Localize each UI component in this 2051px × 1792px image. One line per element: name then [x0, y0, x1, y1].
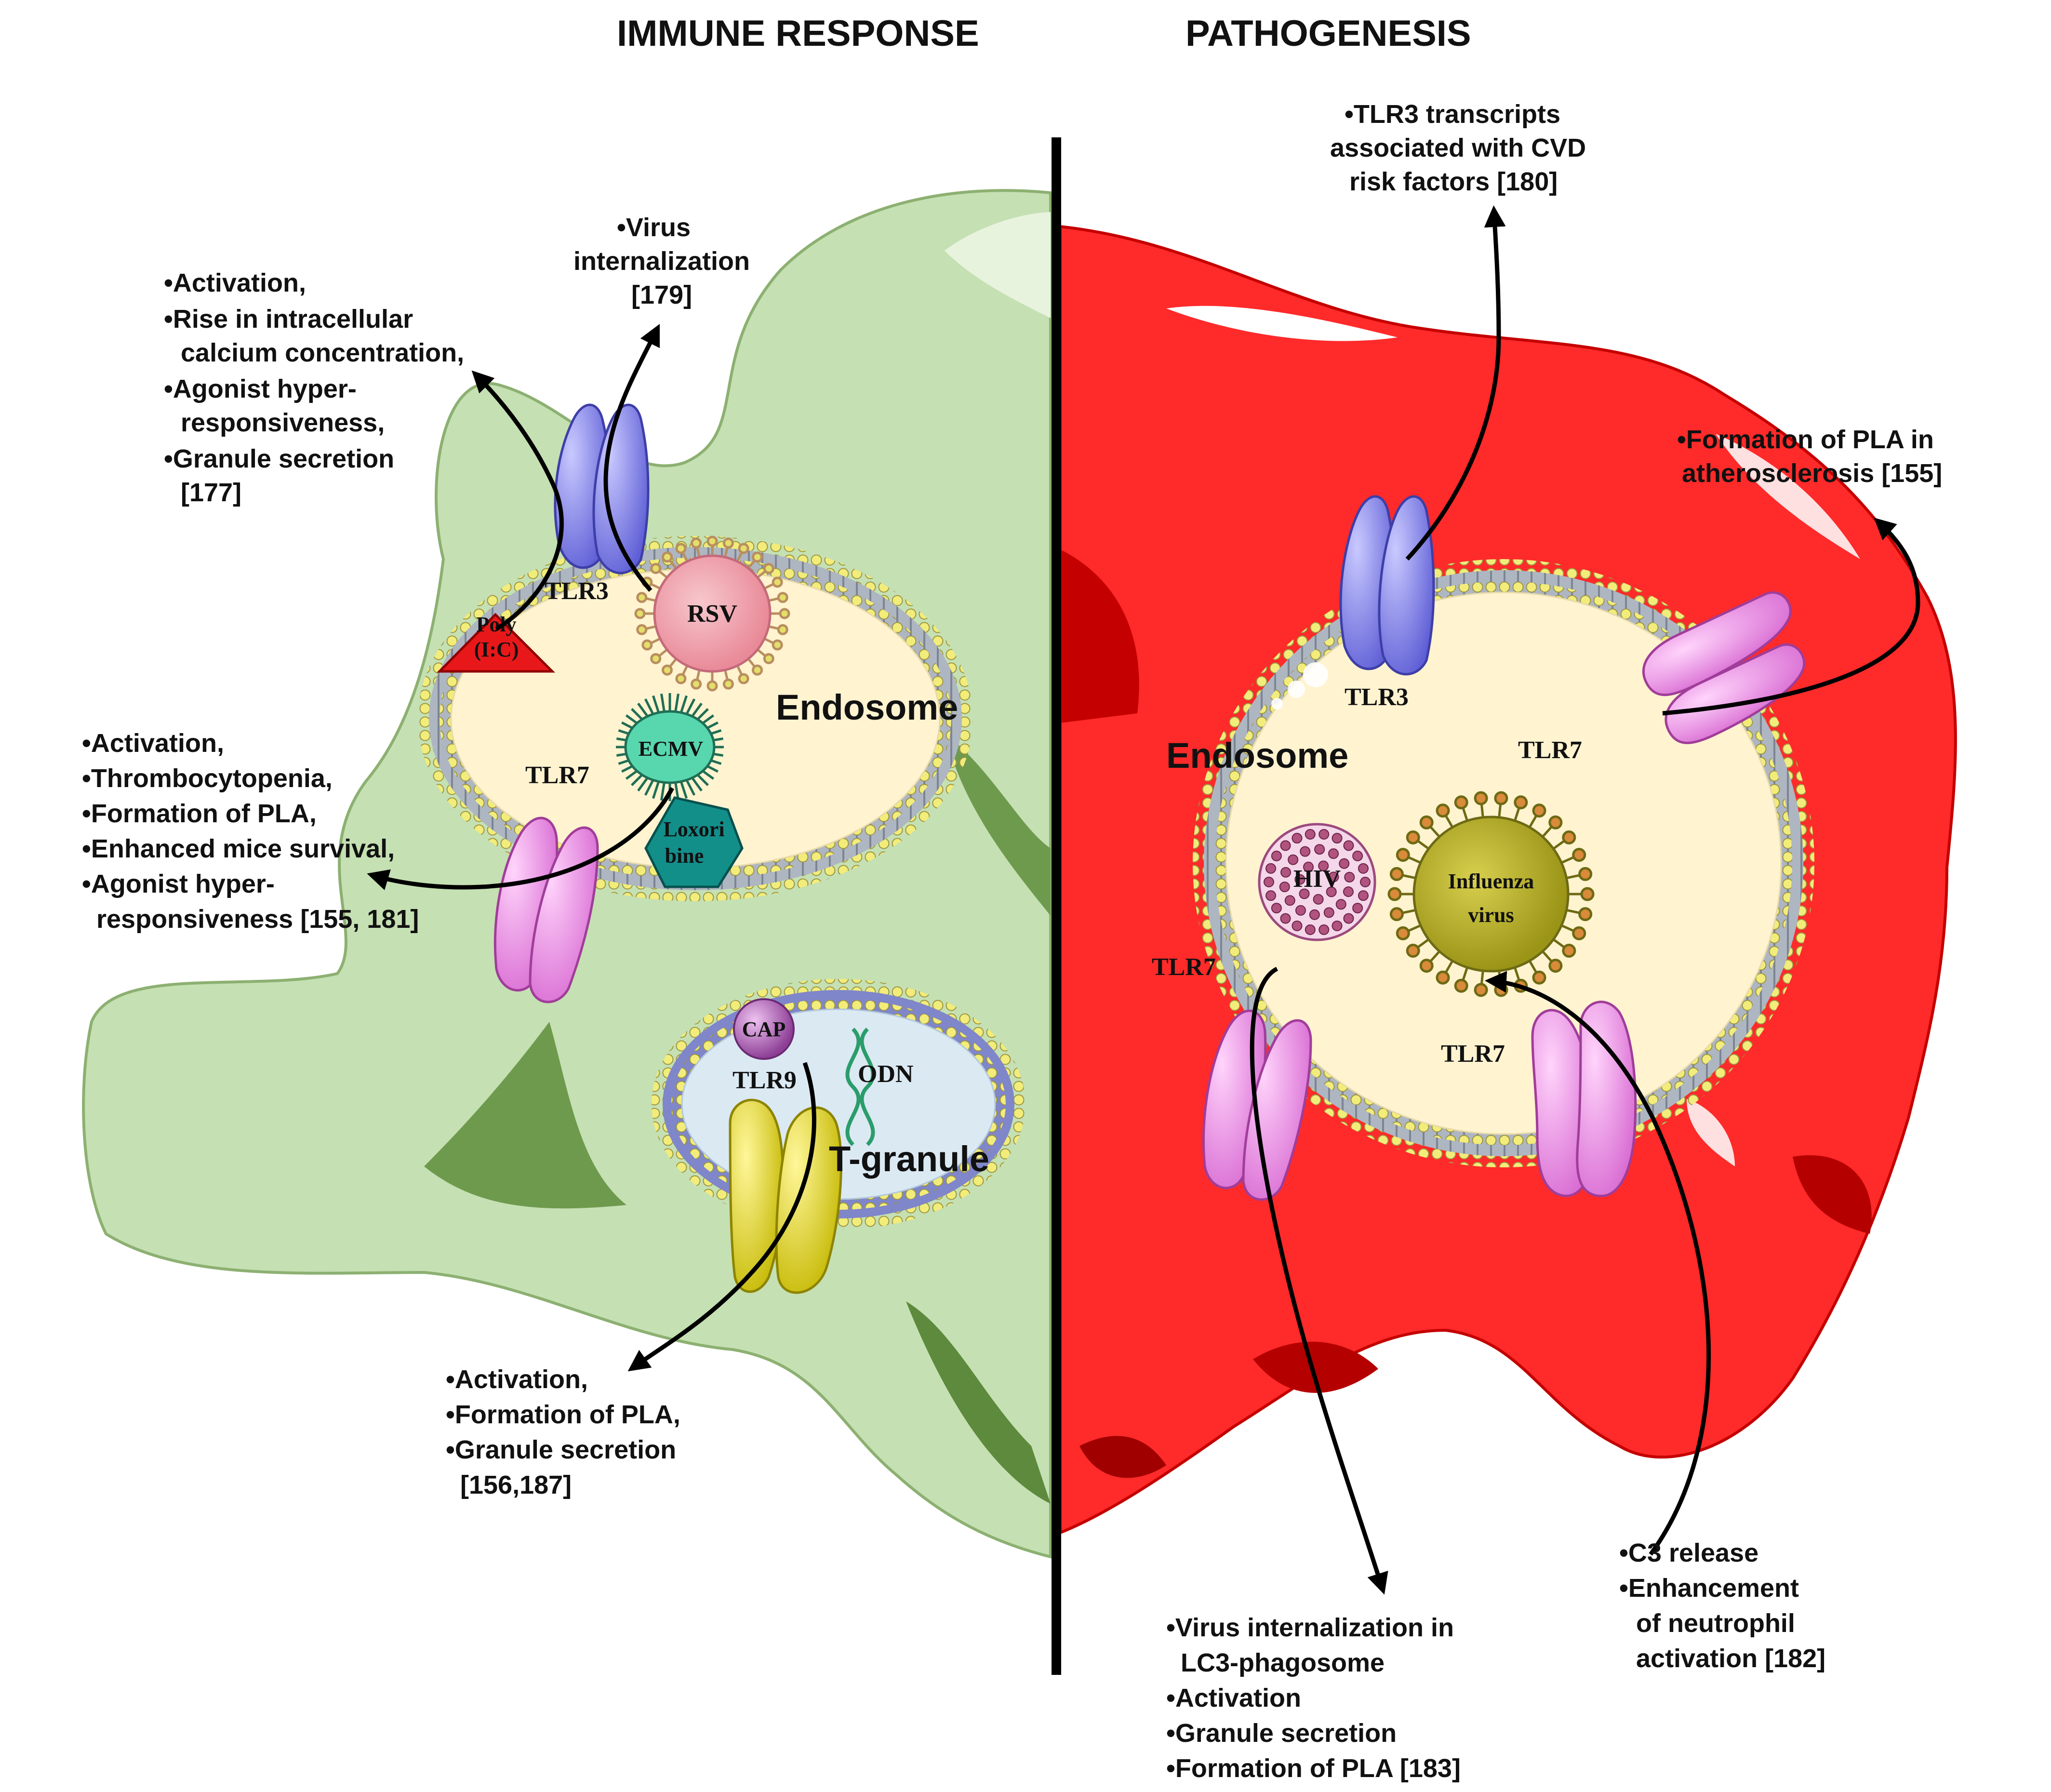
note-line: •Formation of PLA in [1677, 425, 1934, 454]
note-line: •Granule secretion [1166, 1719, 1397, 1748]
note-hiv-effects: •Virus internalization in LC3-phagosome … [1166, 1613, 1461, 1783]
tlr7-label-right-right: TLR7 [1441, 1040, 1505, 1068]
ecmv-virus: ECMV [616, 693, 724, 801]
tlr7-label-left: TLR7 [525, 762, 589, 789]
cap-ligand: CAP [733, 998, 795, 1060]
arrow-hiv-to-effects [1250, 966, 1388, 1595]
note-line: responsiveness, [181, 408, 385, 437]
note-line: [179] [631, 281, 692, 309]
ecmv-label: ECMV [639, 737, 704, 761]
loxoribine-ligand: Loxori bine [644, 796, 744, 888]
endosome-label-right: Endosome [1166, 736, 1348, 776]
note-line: •Formation of PLA, [446, 1400, 680, 1429]
platelet-right-highlight-1 [1166, 306, 1398, 341]
influenza-label-line2: virus [1468, 903, 1514, 927]
platelet-right-shadow-1 [1060, 549, 1139, 723]
influenza-virus: Influenza virus [1387, 791, 1595, 997]
note-line: •C3 release [1619, 1538, 1758, 1567]
platelet-left-highlight [945, 212, 1051, 318]
arrow-tlr7-to-pla-atherosclerosis [1662, 517, 1920, 716]
platelet-left-shadow-2 [906, 1301, 1051, 1504]
tlr3-receptor-left [554, 403, 650, 575]
note-line: internalization [573, 247, 750, 276]
title-pathogenesis: PATHOGENESIS [1185, 13, 1471, 54]
hiv-label: HIV [1293, 865, 1341, 893]
loxoribine-label-line2: bine [665, 844, 704, 868]
note-line: of neutrophil [1636, 1609, 1795, 1638]
tlr9-label: TLR9 [732, 1067, 797, 1094]
note-line: •Formation of PLA [183] [1166, 1754, 1461, 1783]
platelet-right-highlight-3 [1687, 1099, 1735, 1166]
note-line: •Virus [617, 213, 691, 242]
note-line: atherosclerosis [155] [1682, 459, 1942, 488]
polyic-ligand: Poly (I:C) [437, 613, 556, 673]
note-line: •Activation, [164, 268, 306, 297]
polyic-label-line2: (I:C) [474, 638, 519, 661]
arrow-influenza-to-effects [1485, 971, 1711, 1556]
polyic-label-line1: Poly [476, 613, 516, 636]
platelet-left-shadow-1 [424, 1022, 626, 1209]
note-line: •Virus internalization in [1166, 1613, 1454, 1642]
note-line: •Thrombocytopenia, [82, 764, 333, 793]
t-granule-label: T-granule [829, 1139, 989, 1179]
note-pla-atherosclerosis: •Formation of PLA in atherosclerosis [15… [1677, 425, 1942, 488]
note-influenza-effects: •C3 release •Enhancement of neutrophil a… [1619, 1538, 1825, 1673]
endosome-label-left: Endosome [776, 687, 958, 727]
note-line: •Enhancement [1619, 1574, 1799, 1603]
note-tlr7-effects: •Activation, •Thrombocytopenia, •Formati… [82, 729, 419, 934]
platelet-right-highlight-2 [1716, 434, 1860, 559]
tlr3-label-left: TLR3 [545, 577, 609, 605]
hiv-virus: HIV [1258, 823, 1376, 941]
title-immune-response: IMMUNE RESPONSE [617, 13, 979, 54]
cap-label: CAP [742, 1017, 786, 1041]
note-line: responsiveness [155, 181] [96, 905, 419, 934]
tlr7-label-right-top: TLR7 [1518, 736, 1582, 764]
note-line: •Activation, [446, 1365, 588, 1394]
tlr7-receptor-right-right [1531, 1001, 1637, 1197]
rsv-label: RSV [687, 600, 737, 628]
tlr7-receptor-right-left [1202, 1009, 1312, 1201]
note-line: LC3-phagosome [1181, 1648, 1385, 1677]
note-line: •Agonist hyper- [82, 869, 275, 898]
tlr3-receptor-right [1339, 495, 1435, 676]
platelet-right-shadow-4 [1079, 1436, 1166, 1478]
note-line: risk factors [180] [1349, 167, 1558, 196]
note-line: •Activation [1166, 1684, 1301, 1712]
tlr3-label-right: TLR3 [1345, 683, 1409, 711]
note-line: •Activation, [82, 729, 224, 758]
note-tlr3-transcripts: •TLR3 transcripts associated with CVD ri… [1330, 100, 1586, 196]
platelet-left-shadow-3 [945, 733, 1051, 916]
loxoribine-label-line1: Loxori [663, 817, 724, 841]
tlr7-receptor-left [493, 816, 599, 1003]
odn-label: ODN [858, 1060, 914, 1088]
note-line: •Formation of PLA, [82, 799, 317, 828]
note-line: associated with CVD [1330, 134, 1586, 162]
note-line: •TLR3 transcripts [1345, 100, 1560, 129]
arrow-rsv-to-virus-internalization [603, 323, 660, 592]
platelet-right-shadow-2 [1253, 1341, 1378, 1393]
note-line: calcium concentration, [181, 338, 464, 367]
arrow-ecmv-to-tlr7-effects [367, 787, 674, 890]
tlr9-receptor [729, 1098, 842, 1294]
note-line: [177] [181, 478, 241, 507]
arrow-tlr3-to-transcripts [1405, 205, 1506, 561]
note-line: •Granule secretion [164, 444, 394, 473]
odn-dna-icon [845, 1028, 875, 1146]
note-line: •Agonist hyper- [164, 374, 357, 403]
note-virus-internalization: •Virus internalization [179] [573, 213, 750, 309]
influenza-label-line1: Influenza [1448, 869, 1534, 893]
arrow-cap-to-tlr9-effects [627, 1062, 816, 1372]
note-line: •Granule secretion [446, 1435, 676, 1464]
tlr7-receptor-right-top [1642, 591, 1806, 744]
note-line: activation [182] [1636, 1644, 1825, 1673]
note-tlr9-effects: •Activation, •Formation of PLA, •Granule… [446, 1365, 680, 1499]
note-line: •Rise in intracellular [164, 305, 413, 334]
tlr7-label-right-left: TLR7 [1152, 953, 1216, 981]
note-line: [156,187] [460, 1471, 572, 1499]
arrow-polyic-to-tlr3-effects [471, 370, 564, 631]
note-tlr3-effects: •Activation, •Rise in intracellular calc… [164, 268, 464, 507]
note-line: •Enhanced mice survival, [82, 834, 395, 863]
platelet-right-shadow-3 [1793, 1155, 1872, 1234]
